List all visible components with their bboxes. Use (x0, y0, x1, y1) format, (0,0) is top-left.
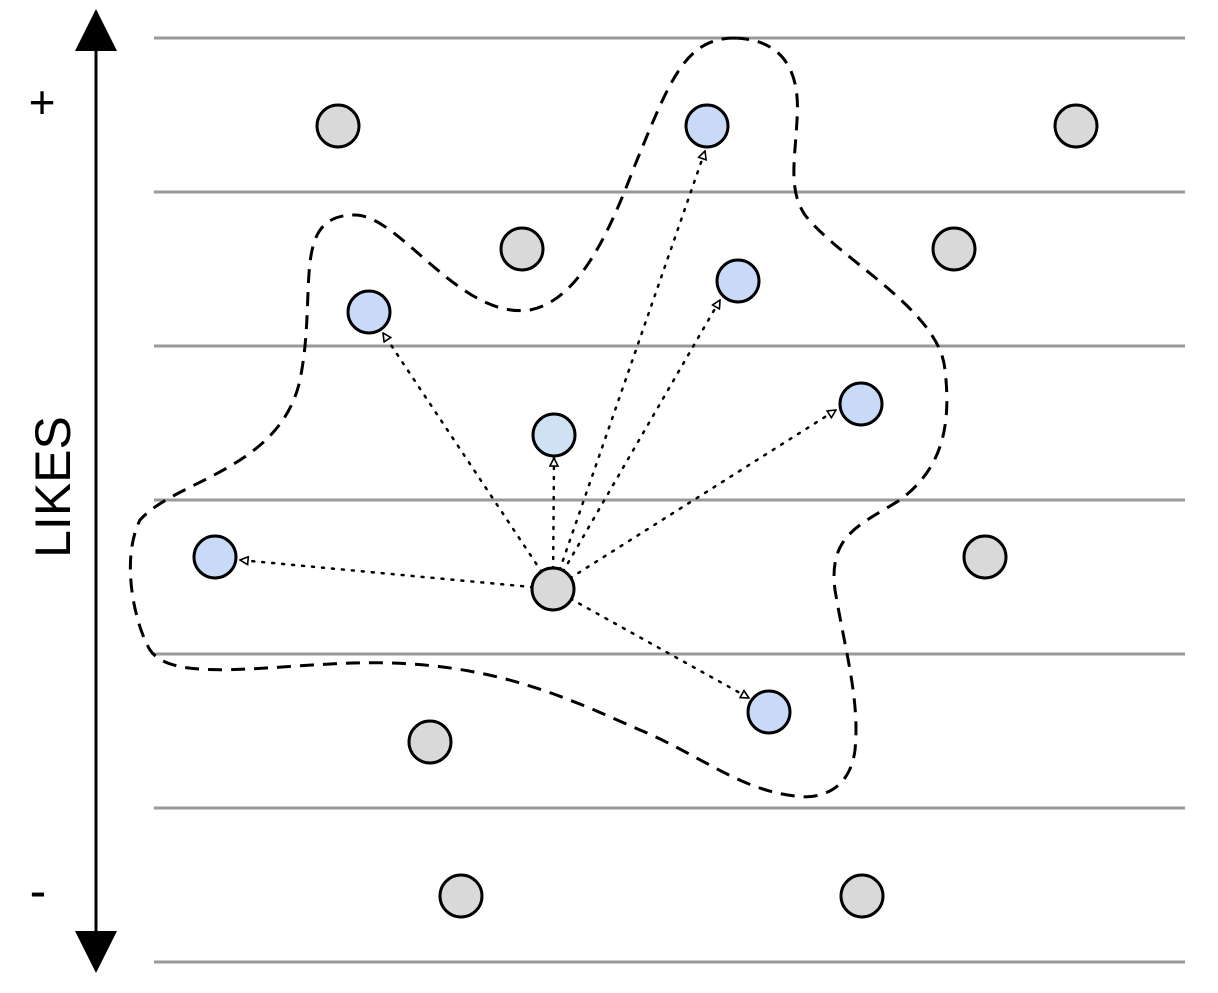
node-gray (962, 534, 1008, 580)
edge-arrow (381, 333, 555, 591)
axis-label: LIKES (25, 416, 81, 558)
node-blue (838, 381, 884, 427)
edge-arrow (551, 300, 722, 591)
grid-lines (154, 36, 1185, 964)
edge-arrow (551, 151, 705, 591)
node-gray (407, 719, 453, 765)
axis-minus-sign: - (30, 863, 47, 919)
node-light-blue (531, 412, 577, 458)
node-center (530, 566, 576, 612)
nodes (192, 103, 1099, 919)
node-gray (1053, 103, 1099, 149)
node-gray (499, 226, 545, 272)
node-gray (839, 873, 885, 919)
node-blue (346, 289, 392, 335)
node-gray (931, 226, 977, 272)
node-gray (438, 873, 484, 919)
edge-arrow (551, 587, 749, 700)
node-blue (715, 258, 761, 304)
axis-plus-sign: + (29, 76, 56, 128)
node-blue (192, 534, 238, 580)
node-gray (315, 103, 361, 149)
edge-arrow (551, 408, 836, 591)
edge-arrow (240, 560, 555, 591)
node-blue (684, 103, 730, 149)
node-blue (746, 689, 792, 735)
